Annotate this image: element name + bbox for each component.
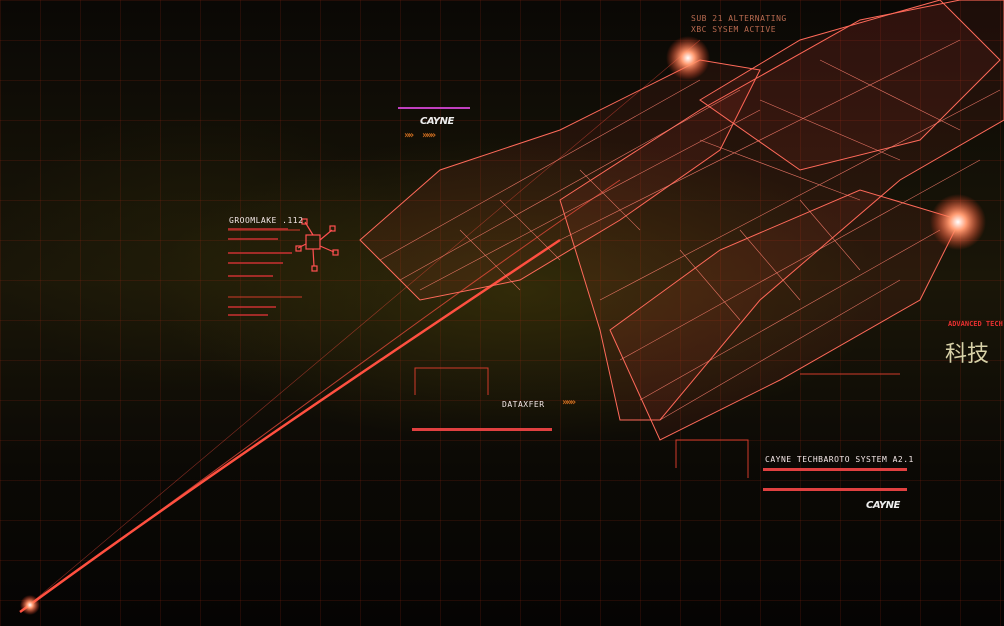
text-block xyxy=(228,238,278,240)
advanced-tech-label: ADVANCED TECH xyxy=(948,320,1003,328)
engine-glow-top xyxy=(666,36,710,80)
status-line-2: XBC SYSEM ACTIVE xyxy=(691,25,777,34)
status-line-1: SUB 21 ALTERNATING xyxy=(691,14,787,23)
text-block xyxy=(228,262,283,264)
text-block xyxy=(228,314,268,316)
text-block xyxy=(228,306,276,308)
dataxfer-label: DATAXFER xyxy=(502,400,545,409)
ship-detail-lines xyxy=(379,39,1001,421)
arrows-icon-2: »»» xyxy=(422,130,436,141)
hud-bar xyxy=(763,488,907,491)
text-block xyxy=(228,252,292,254)
hud-bar xyxy=(763,468,907,471)
text-block xyxy=(228,228,288,230)
arrows-icon: »» xyxy=(404,130,414,141)
dataxfer-arrows-icon: »»» xyxy=(562,397,576,408)
system-title: CAYNE TECHBAROTO SYSTEM A2.1 xyxy=(765,455,914,464)
hud-bar xyxy=(412,428,552,431)
engine-glow-right xyxy=(930,194,986,250)
groomlake-title: GROOMLAKE .112 xyxy=(229,216,304,225)
cayne-logo-top: CAYNE xyxy=(420,116,454,127)
kanji-text: 科技 xyxy=(945,342,990,367)
trail xyxy=(19,39,701,614)
cayne-logo-bottom: CAYNE xyxy=(866,500,900,511)
trail-tip-glow xyxy=(20,595,40,615)
hud-bar xyxy=(398,107,470,109)
hud-lines xyxy=(228,229,900,478)
ship-hull xyxy=(359,0,1004,441)
text-block xyxy=(228,275,273,277)
circuit-icon xyxy=(295,218,339,272)
